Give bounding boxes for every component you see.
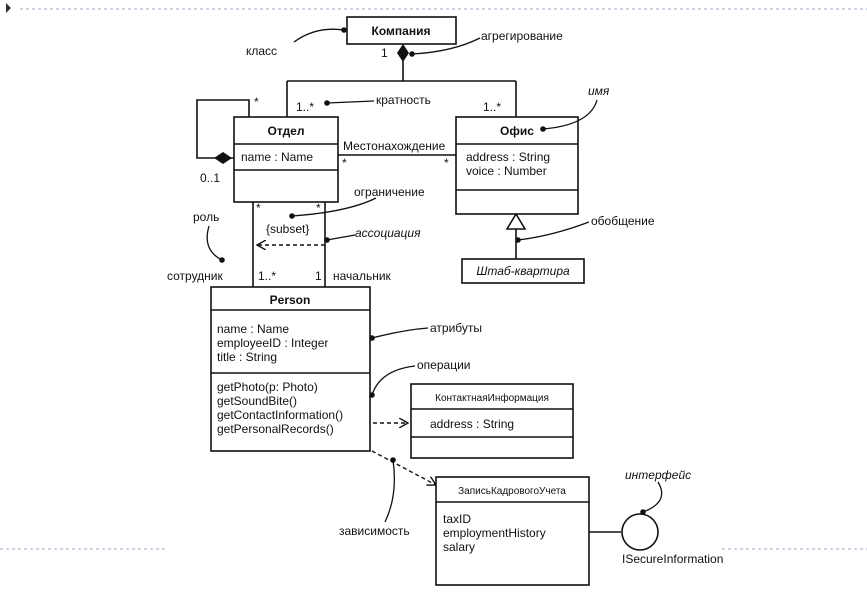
annotation-association-pointer — [326, 234, 356, 241]
class-contact-info[interactable]: КонтактнаяИнформация address : String — [410, 383, 574, 459]
annotation-role: роль — [193, 210, 219, 224]
class-office-name: Офис — [500, 124, 534, 138]
multiplicity-office: 1..* — [483, 100, 501, 114]
annotation-dependency: зависимость — [339, 524, 410, 538]
annotation-role-pointer — [206, 225, 223, 261]
office-attribute: address : String — [466, 150, 550, 164]
annotation-constraint-pointer — [291, 197, 377, 217]
class-office-box — [455, 116, 579, 215]
self-aggregation-diamond — [214, 152, 232, 164]
multiplicity-member-b: * — [316, 201, 321, 215]
class-person-box — [210, 286, 371, 452]
class-department-name: Отдел — [268, 124, 305, 138]
class-hr-record[interactable]: ЗаписьКадровогоУчета taxID employmentHis… — [435, 476, 590, 586]
annotation-operations: операции — [417, 358, 470, 372]
class-hr-name: ЗаписьКадровогоУчета — [458, 486, 566, 497]
person-operation: getContactInformation() — [217, 408, 343, 422]
dependency-hr-arrow — [371, 450, 436, 485]
annotation-interface-pointer — [642, 481, 663, 513]
class-contact-name: КонтактнаяИнформация — [435, 392, 549, 404]
hr-attribute: taxID — [443, 512, 471, 526]
annotation-multiplicity-pointer — [326, 100, 375, 104]
annotation-operations-pointer — [371, 365, 416, 396]
annotation-interface: интерфейс — [625, 468, 691, 482]
association-location-label: Местонахождение — [343, 139, 446, 153]
class-department-box — [233, 116, 339, 203]
multiplicity-self-many: * — [254, 95, 259, 109]
annotation-generalization-pointer — [517, 221, 590, 241]
annotation-name: имя — [588, 84, 610, 98]
department-attribute: name : Name — [241, 150, 313, 164]
multiplicity-company: 1 — [381, 46, 388, 60]
multiplicity-location-office: * — [444, 156, 449, 170]
self-association-line — [196, 99, 250, 159]
class-contact-box — [410, 383, 574, 459]
interface-name: ISecureInformation — [622, 552, 723, 566]
hr-attribute: salary — [443, 540, 475, 554]
multiplicity-member-a: * — [256, 201, 261, 215]
annotation-attributes-pointer — [371, 327, 429, 339]
person-attribute: employeeID : Integer — [217, 336, 328, 350]
aggregation-diamond — [397, 44, 409, 62]
annotation-multiplicity: кратность — [376, 93, 431, 107]
person-operation: getPhoto(p: Photo) — [217, 380, 318, 394]
annotation-generalization: обобщение — [591, 214, 655, 228]
annotation-name-pointer — [542, 99, 598, 130]
multiplicity-person-many: 1..* — [258, 269, 276, 283]
interface-lollipop — [621, 513, 659, 551]
annotation-association: ассоциация — [355, 226, 421, 240]
multiplicity-location-dept: * — [342, 156, 347, 170]
multiplicity-department: 1..* — [296, 100, 314, 114]
annotation-attributes: атрибуты — [430, 321, 482, 335]
slide-bullet-icon — [6, 3, 11, 13]
class-hr-box — [435, 476, 590, 586]
annotation-constraint: ограничение — [354, 185, 425, 199]
generalization-triangle — [505, 212, 527, 230]
class-person[interactable]: Person name : Name employeeID : Integer … — [210, 286, 371, 452]
class-person-name: Person — [270, 293, 311, 307]
class-company-name: Компания — [372, 24, 431, 38]
hr-attribute: employmentHistory — [443, 526, 546, 540]
person-attribute: title : String — [217, 350, 277, 364]
person-operation: getPersonalRecords() — [217, 422, 334, 436]
multiplicity-person-one: 1 — [315, 269, 322, 283]
role-employee-label: сотрудник — [167, 269, 224, 283]
subset-constraint-label: {subset} — [266, 222, 309, 236]
office-attribute: voice : Number — [466, 164, 547, 178]
annotation-aggregation-pointer — [411, 37, 481, 55]
class-hq[interactable]: Штаб-квартира — [461, 258, 585, 284]
class-company-box — [346, 16, 457, 45]
person-attribute: name : Name — [217, 322, 289, 336]
annotation-class-pointer — [293, 28, 345, 43]
class-hq-box — [461, 258, 585, 284]
annotation-class: класс — [246, 44, 277, 58]
multiplicity-self-optional: 0..1 — [200, 171, 220, 185]
contact-attribute: address : String — [430, 417, 514, 431]
person-operation: getSoundBite() — [217, 394, 297, 408]
class-hq-name: Штаб-квартира — [476, 264, 570, 278]
class-department[interactable]: Отдел name : Name — [233, 116, 339, 203]
role-boss-label: начальник — [333, 269, 392, 283]
class-office[interactable]: Офис address : String voice : Number — [455, 116, 579, 215]
annotation-aggregation: агрегирование — [481, 29, 563, 43]
aggregation-line — [286, 61, 517, 117]
class-company[interactable]: Компания — [346, 16, 457, 45]
annotation-dependency-pointer — [384, 459, 395, 523]
